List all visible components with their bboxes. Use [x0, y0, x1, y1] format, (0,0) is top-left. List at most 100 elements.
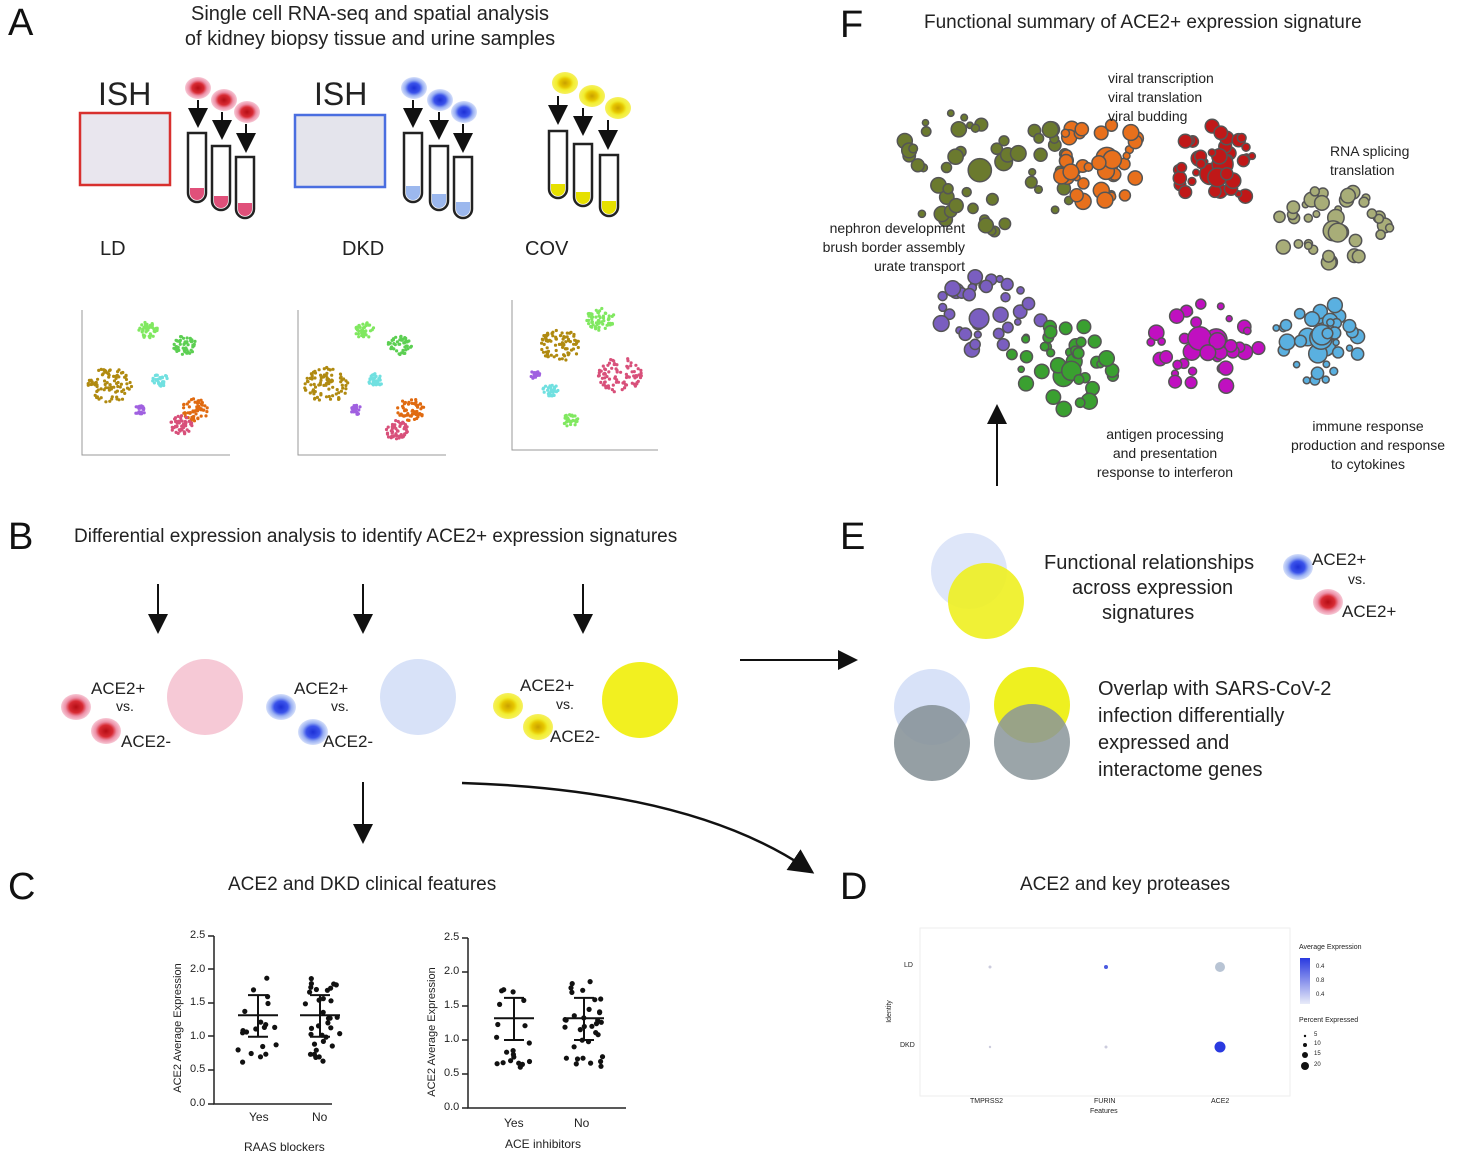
network-cluster-magenta [1146, 298, 1266, 394]
ish-image-ld [78, 111, 172, 187]
panel-letter-a: A [8, 2, 34, 44]
ov-line2: infection differentially [1098, 705, 1285, 727]
ld-neg-label: ACE2- [121, 732, 172, 751]
ld-vs-label: vs. [116, 698, 134, 714]
ov-line1: Overlap with SARS-CoV-2 [1098, 678, 1332, 700]
dotplot-row-ld: LD [904, 962, 913, 969]
ov-line4: interactome genes [1098, 759, 1263, 781]
label-antigen-1: antigen processing [1106, 426, 1224, 442]
dkd-vs-label: vs. [331, 698, 349, 714]
label-rna-1: RNA splicing [1330, 143, 1410, 159]
ish-label-ld: ISH [98, 76, 152, 112]
label-rna: RNA splicing translation [1330, 142, 1409, 180]
network-cluster-olive [896, 109, 1082, 238]
rel-line2: across expression [1072, 577, 1234, 599]
label-antigen: antigen processing and presentation resp… [1090, 425, 1240, 482]
label-nephron-3: urate transport [873, 258, 965, 274]
panel-f-title: Functional summary of ACE2+ expression s… [924, 12, 1362, 33]
plot2-cat-yes: Yes [504, 1116, 524, 1130]
ytick-label: 0.0 [444, 1101, 460, 1113]
legend-expr-val-1: 0.4 [1316, 964, 1325, 970]
dots-ace-no [562, 979, 606, 1069]
ytick-label: 1.5 [190, 996, 206, 1009]
panel-c-title: ACE2 and DKD clinical features [228, 874, 497, 895]
cov-cells-tubes [547, 72, 631, 218]
label-rna-2: translation [1330, 162, 1395, 178]
cov-pos-label: ACE2+ [520, 676, 575, 695]
panel-a-title: Single cell RNA-seq and spatial analysis… [140, 2, 600, 52]
dots-raas-no [300, 976, 343, 1064]
label-immune-2: production and response [1290, 437, 1446, 453]
label-viral-3: viral budding [1108, 108, 1188, 124]
ld-cells-tubes [185, 77, 260, 220]
dotplot-col-tmprss2: TMPRSS2 [970, 1098, 1004, 1105]
ld-pos-label: ACE2+ [91, 679, 146, 698]
legend-pct-val-1: 5 [1314, 1032, 1318, 1038]
rel-line3: signatures [1102, 602, 1195, 624]
group-label-ld: LD [100, 238, 126, 260]
legend-pct-val-4: 20 [1314, 1062, 1321, 1068]
network-cluster-purple [932, 268, 1048, 358]
umap-clusters [86, 306, 643, 441]
dotplot-col-ace2: ACE2 [1211, 1098, 1230, 1105]
panel-b-title: Differential expression analysis to iden… [74, 526, 678, 547]
scatter-plot-ace [462, 937, 626, 1109]
label-immune: immune response production and response … [1280, 417, 1456, 474]
e-vs: vs. [1348, 571, 1366, 587]
panel-a-title-line2: of kidney biopsy tissue and urine sample… [184, 28, 556, 50]
dots-ace-yes [494, 987, 534, 1070]
dotplot-row-dkd: DKD [900, 1042, 915, 1049]
panel-letter-b: B [8, 516, 34, 558]
network-cluster-red [1172, 118, 1257, 204]
ytick-label: 1.0 [444, 1033, 460, 1045]
network-cluster-orange [1053, 118, 1145, 211]
plot1-xlabel: RAAS blockers [244, 1140, 325, 1154]
label-immune-1: immune response [1312, 418, 1424, 434]
ytick-label: 2.5 [444, 931, 460, 943]
panel-letter-e: E [840, 516, 866, 558]
dkd-pos-label: ACE2+ [294, 679, 349, 698]
dotplot-col-furin: FURIN [1094, 1098, 1116, 1105]
umap-cluster-group-1 [86, 320, 209, 436]
e-pos-bottom: ACE2+ [1342, 602, 1397, 621]
plot1-cat-yes: Yes [249, 1110, 269, 1124]
ytick-label: 0.5 [190, 1063, 206, 1076]
legend-expression-title: Average Expression [1299, 944, 1362, 951]
dkd-neg-label: ACE2- [323, 732, 374, 751]
group-label-cov: COV [525, 238, 569, 260]
network-cluster-khaki [1273, 184, 1395, 271]
scatter-plot-raas [208, 935, 332, 1105]
ytick-label: 2.0 [190, 962, 206, 975]
panel-a-title-line1: Single cell RNA-seq and spatial analysis [191, 3, 549, 25]
umap-cluster-group-3 [529, 306, 643, 428]
panel-letter-d: D [840, 866, 868, 908]
ytick-label: 1.5 [444, 999, 460, 1011]
label-antigen-2: and presentation [1112, 445, 1218, 461]
group-label-dkd: DKD [342, 238, 385, 260]
ytick-label: 2.0 [444, 965, 460, 977]
ov-line3: expressed and [1098, 732, 1230, 754]
legend-pct-val-3: 15 [1314, 1051, 1321, 1057]
umap-ld [81, 310, 230, 456]
cov-vs-label: vs. [556, 696, 574, 712]
label-viral-2: viral translation [1108, 89, 1203, 105]
legend-expr-val-3: 0.4 [1316, 992, 1325, 998]
scatter-dots [235, 975, 606, 1070]
network-cluster-skyblue [1272, 297, 1366, 386]
label-antigen-3: response to interferon [1096, 464, 1234, 480]
rel-line1: Functional relationships [1044, 552, 1255, 574]
legend-pct-val-2: 10 [1314, 1041, 1321, 1047]
label-immune-3: to cytokines [1331, 456, 1405, 472]
label-viral: viral transcription viral translation vi… [1108, 69, 1214, 126]
umap-cov [511, 300, 658, 451]
label-viral-1: viral transcription [1108, 70, 1214, 86]
label-nephron-2: brush border assembly [822, 239, 965, 255]
plot2-ylabel: ACE2 Average Expression [426, 967, 438, 1097]
ish-image-dkd [293, 113, 387, 189]
dotplot-yaxis-label: Identity [885, 1000, 893, 1023]
cov-neg-label: ACE2- [550, 727, 601, 746]
umap-cluster-group-2 [303, 321, 426, 441]
plot1-ylabel: ACE2 Average Expression [172, 963, 184, 1093]
plot2-xlabel: ACE inhibitors [505, 1137, 582, 1151]
dotplot-area [919, 927, 1291, 1097]
